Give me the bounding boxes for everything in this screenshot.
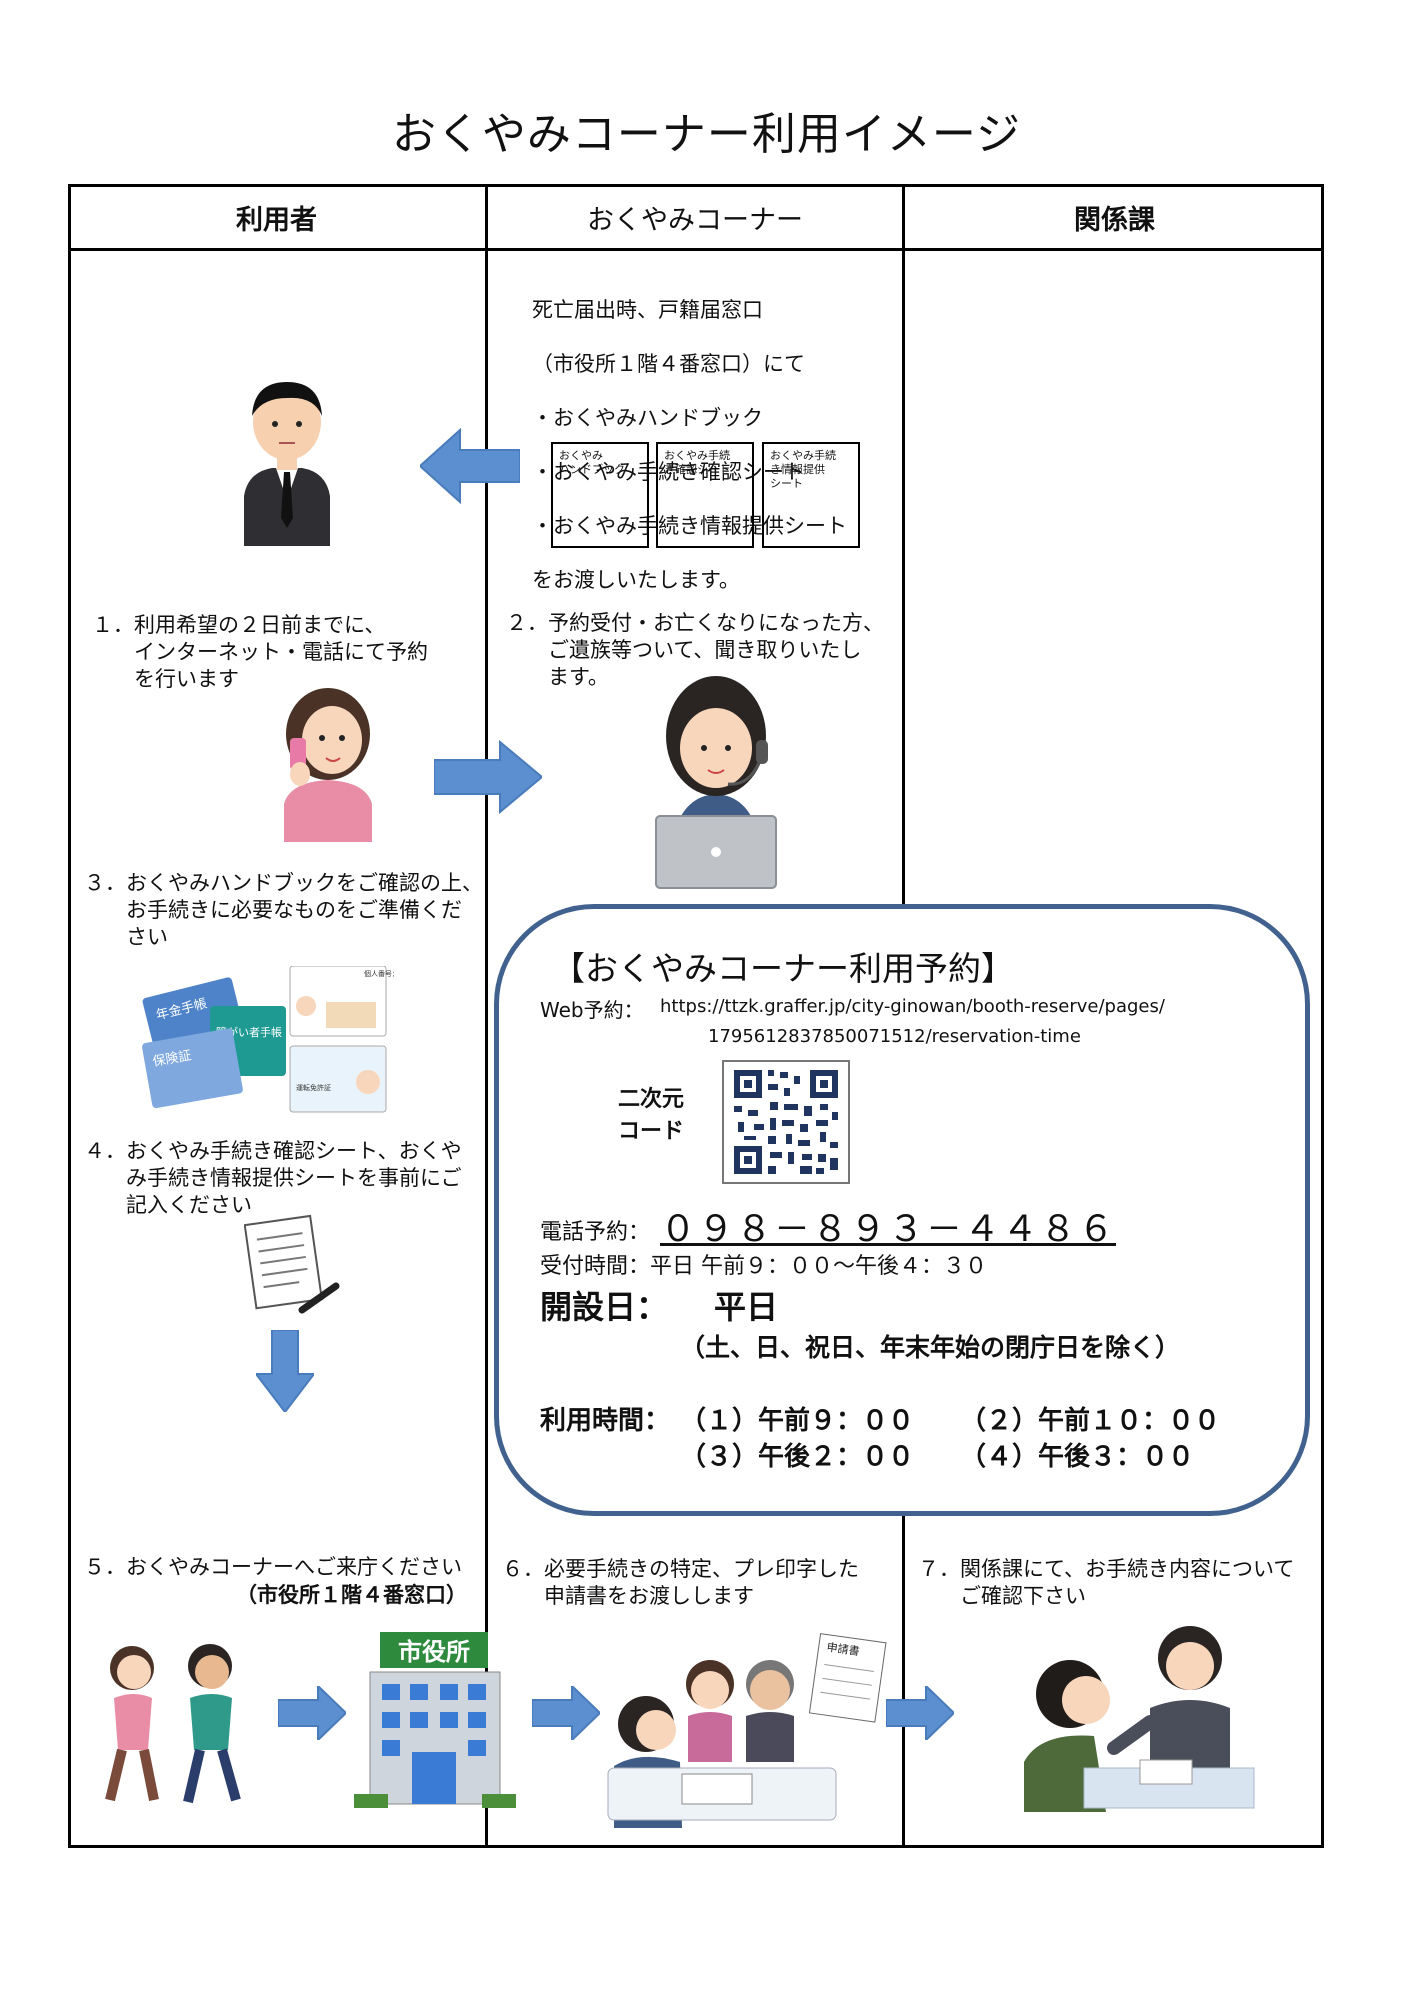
arrow-right-icon [886,1686,954,1740]
operator-illustration [650,666,780,896]
open-days-label: 開設日： [540,1288,669,1326]
flow-table [68,184,1324,1848]
step-2-text: ２．予約受付・お亡くなりになった方、 ご遺族等ついて、聞き取りいたし ます。 [506,611,884,689]
page-title: おくやみコーナー利用イメージ [391,109,1022,160]
info-sheet: おくやみ手続 き情報提供 シート [762,442,860,548]
license-card-label: 運転免許証 [296,1083,331,1092]
header-divider [68,248,1324,251]
column-header-user: 利用者 [236,205,317,236]
open-days-value: 平日 [714,1288,779,1326]
reservation-heading: 【おくやみコーナー利用予約】 [552,949,1014,988]
time-slot-3: （３）午後２：００ [680,1442,915,1472]
closed-days-note: （土、日、祝日、年末年始の閉庁日を除く） [680,1333,1181,1362]
step-6-text: ６．必要手続きの特定、プレ印字した 申請書をお渡しします [502,1557,859,1608]
phone-number[interactable]: ０９８－８９３－４４８６ [660,1209,1117,1250]
walking-people-illustration [88,1640,258,1814]
arrow-down-icon [256,1330,314,1412]
arrow-right-icon [532,1686,600,1740]
intro-text: 死亡届出時、戸籍届窓口 （市役所１階４番窓口）にて ・おくやみハンドブック ・お… [532,298,847,592]
city-hall-building-illustration: 市役所 [354,1628,524,1818]
confirmation-sheet: おくやみ手続 き確認シート [656,442,754,548]
application-form-label: 申請書 [826,1640,861,1658]
step-4-text: ４．おくやみ手続き確認シート、おくや み手続き情報提供シートを事前にご 記入くだ… [84,1139,462,1217]
qr-code-image[interactable] [722,1060,850,1184]
reservation-box [494,904,1310,1516]
web-reservation-link[interactable]: https://ttzk.graffer.jp/city-ginowan/boo… [660,996,1165,1017]
qr-code-label: 二次元 コード [618,1087,685,1144]
web-reservation-label: Web予約： [540,998,644,1022]
column-header-department: 関係課 [1074,205,1155,236]
form-with-pen-icon [243,1214,344,1318]
handbook-sheet: おくやみ ハンドブック [551,442,649,548]
time-slot-2: （２）午前１０：００ [960,1406,1221,1436]
step-3-text: ３．おくやみハンドブックをご確認の上、 お手続きに必要なものをご準備くだ さい [84,871,483,949]
time-slot-4: （４）午後３：００ [960,1442,1195,1472]
time-slot-1: （１）午前９：００ [680,1406,915,1436]
web-reservation-link-cont[interactable]: 1795612837850071512/reservation-time [708,1026,1081,1047]
city-hall-sign: 市役所 [398,1638,470,1666]
id-cards-illustration: 年金手帳 障がい者手帳 保険証 個人番号カード 運転免許証 [138,965,413,1120]
insurance-card-label: 保険証 [152,1048,193,1070]
reception-hours: 受付時間：平日 午前９：００～午後４：３０ [540,1254,987,1279]
column-divider [485,184,488,1848]
woman-phone-illustration [276,686,380,846]
step-5-location: （市役所１階４番窓口） [236,1583,467,1607]
arrow-left-icon [420,428,520,504]
arrow-right-icon [278,1686,346,1740]
phone-label: 電話予約： [540,1220,651,1245]
step-1-text: １．利用希望の２日前までに、 インターネット・電話にて予約 を行います [92,613,428,691]
step-5-text: ５．おくやみコーナーへご来庁ください [84,1555,462,1579]
man-in-suit-illustration [232,368,342,550]
staff-explaining-illustration [1010,1612,1260,1816]
mynumber-card-label: 個人番号カード [364,969,394,978]
counter-consultation-illustration: 申請書 [600,1632,890,1832]
column-header-corner: おくやみコーナー [587,205,803,236]
step-7-text: ７．関係課にて、お手続き内容について ご確認下さい [918,1557,1295,1608]
arrow-right-icon [434,740,542,814]
usage-time-label: 利用時間： [540,1406,671,1436]
